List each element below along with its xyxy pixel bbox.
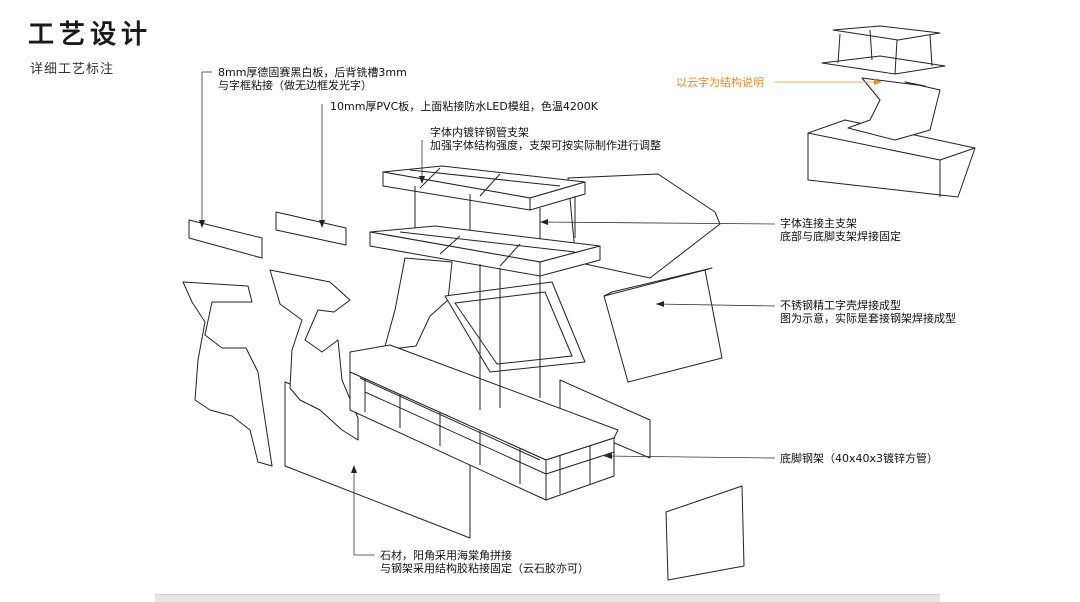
black-board-strip-2	[275, 211, 347, 246]
stone-slab-back	[559, 379, 651, 459]
bottom-scroll-edge	[155, 594, 940, 602]
stone-slab-small	[665, 485, 745, 581]
steel-shell-panel	[603, 269, 723, 383]
note-stone: 石材，阳角采用海棠角拼接 与钢架采用结构胶粘接固定（云石胶亦可）	[380, 549, 589, 575]
page-subtitle: 详细工艺标注	[30, 62, 115, 77]
letter-face-left	[182, 281, 273, 467]
note-example-label: 以云字为结构说明	[676, 76, 764, 89]
ref-frame-top	[832, 25, 941, 41]
note-main-support: 字体连接主支架 底部与底脚支架焊接固定	[780, 217, 901, 243]
letter-face-middle	[269, 269, 359, 441]
letter-shell-body	[383, 257, 453, 351]
note-black-board: 8mm厚德固赛黑白板，后背铣槽3mm 与字框粘接（做无边框发光字）	[218, 66, 407, 92]
note-pvc-board: 10mm厚PVC板，上面粘接防水LED模组，色温4200K	[330, 100, 599, 113]
note-inner-frame: 字体内镀锌钢管支架 加强字体结构强度，支架可按实际制作进行调整	[430, 126, 661, 152]
base-steel-frame	[349, 344, 619, 501]
black-board-strip-1	[188, 219, 263, 259]
note-base-frame: 底脚钢架（40x40x3镀锌方管）	[780, 452, 939, 465]
ref-letter	[847, 77, 941, 141]
page-title: 工艺设计	[28, 20, 153, 50]
main-support-frame	[369, 225, 601, 410]
ref-base-block	[807, 119, 976, 198]
inner-steel-frame	[382, 165, 586, 250]
reference-assembly-view	[807, 25, 976, 198]
ref-frame-mid	[821, 55, 946, 75]
note-steel-shell: 不锈钢精工字壳焊接成型 图为示意，实际是套接钢架焊接成型	[780, 299, 956, 325]
